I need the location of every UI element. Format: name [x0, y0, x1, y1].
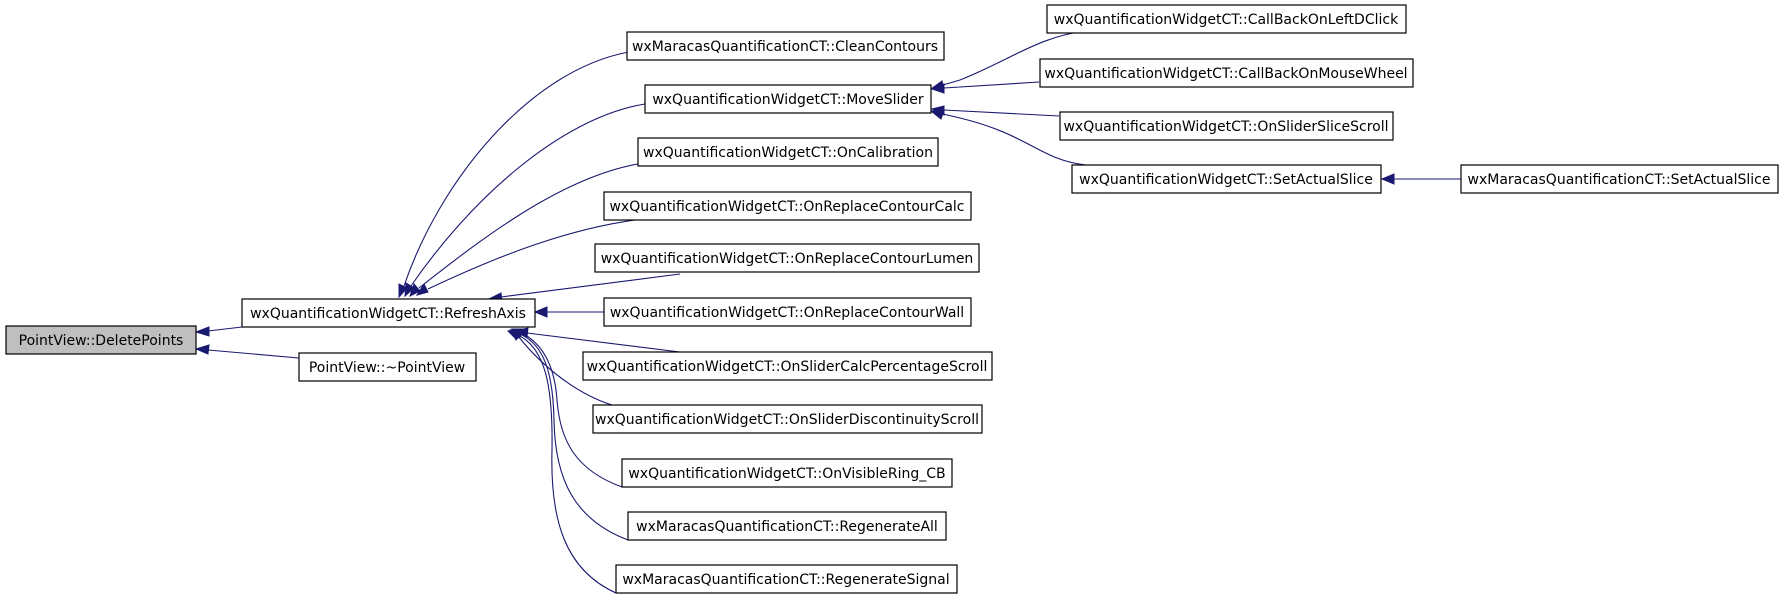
node-label: wxQuantificationWidgetCT::CallBackOnMous…: [1044, 66, 1407, 82]
edge-onslidercalcpercentagescroll-to-refreshaxis: [526, 332, 681, 353]
node-oncalibration[interactable]: wxQuantificationWidgetCT::OnCalibration: [637, 137, 939, 167]
arrowhead: [1380, 173, 1395, 185]
edge-setactualslice-widget-to-moveslider: [942, 113, 1087, 166]
node-label: wxQuantificationWidgetCT::OnReplaceConto…: [601, 251, 974, 267]
node-onreplacecontourlumen[interactable]: wxQuantificationWidgetCT::OnReplaceConto…: [594, 243, 980, 273]
edge-refreshaxis-to-deletepoints: [207, 326, 243, 332]
arrowhead: [930, 83, 945, 94]
node-onreplacecontourwall[interactable]: wxQuantificationWidgetCT::OnReplaceConto…: [603, 297, 972, 327]
edge-callbackonleftdclick-to-moveslider: [942, 30, 1087, 86]
edges: [194, 30, 1461, 594]
edge-pointview-dtor-to-deletepoints: [207, 349, 300, 359]
nodes: PointView::DeletePoints wxQuantification…: [5, 4, 1779, 594]
node-label: wxQuantificationWidgetCT::OnReplaceConto…: [609, 199, 964, 215]
edge-onreplacecontourcalc-to-refreshaxis: [427, 218, 643, 290]
node-label: wxQuantificationWidgetCT::OnReplaceConto…: [610, 305, 964, 321]
edge-onvisiblering-cb-to-refreshaxis: [521, 332, 623, 488]
arrowhead: [533, 306, 548, 318]
edge-regenerateall-to-refreshaxis: [519, 333, 629, 541]
node-label: PointView::DeletePoints: [19, 333, 184, 349]
node-label: wxMaracasQuantificationCT::RegenerateAll: [636, 519, 938, 535]
node-pointview-dtor[interactable]: PointView::~PointView: [298, 352, 477, 382]
node-callbackonmousewheel[interactable]: wxQuantificationWidgetCT::CallBackOnMous…: [1039, 58, 1414, 88]
node-label: wxMaracasQuantificationCT::RegenerateSig…: [622, 572, 949, 588]
node-label: wxQuantificationWidgetCT::CallBackOnLeft…: [1054, 12, 1399, 28]
node-label: wxQuantificationWidgetCT::MoveSlider: [652, 92, 924, 108]
arrowhead: [194, 326, 210, 337]
node-regeneratesignal[interactable]: wxMaracasQuantificationCT::RegenerateSig…: [615, 564, 958, 594]
arrowhead: [506, 330, 521, 340]
arrowhead: [194, 344, 210, 355]
arrowhead: [398, 283, 408, 299]
node-label: wxQuantificationWidgetCT::OnCalibration: [643, 145, 933, 161]
node-label: wxQuantificationWidgetCT::OnVisibleRing_…: [628, 466, 945, 482]
arrowhead: [929, 109, 945, 120]
node-onsliderdiscontinuityscroll[interactable]: wxQuantificationWidgetCT::OnSliderDiscon…: [592, 404, 983, 434]
node-label: wxQuantificationWidgetCT::OnSliderCalcPe…: [587, 359, 988, 375]
node-label: wxQuantificationWidgetCT::OnSliderSliceS…: [1063, 119, 1388, 135]
edge-cleancontours-to-refreshaxis: [403, 51, 630, 287]
node-label: wxQuantificationWidgetCT::RefreshAxis: [250, 306, 526, 322]
node-regenerateall[interactable]: wxMaracasQuantificationCT::RegenerateAll: [627, 511, 947, 541]
node-setactualslice-maracas[interactable]: wxMaracasQuantificationCT::SetActualSlic…: [1460, 164, 1779, 194]
edge-callbackonmousewheel-to-moveslider: [943, 81, 1040, 89]
arrowhead: [415, 282, 429, 296]
edge-onreplacecontourlumen-to-refreshaxis: [500, 273, 681, 298]
edge-moveslider-to-refreshaxis: [410, 103, 646, 287]
node-onslidercalcpercentagescroll[interactable]: wxQuantificationWidgetCT::OnSliderCalcPe…: [582, 351, 993, 381]
node-label: wxQuantificationWidgetCT::OnSliderDiscon…: [595, 412, 979, 428]
node-onvisiblering-cb[interactable]: wxQuantificationWidgetCT::OnVisibleRing_…: [621, 458, 953, 488]
node-label: PointView::~PointView: [309, 360, 465, 376]
node-onreplacecontourcalc[interactable]: wxQuantificationWidgetCT::OnReplaceConto…: [603, 191, 972, 221]
edge-oncalibration-to-refreshaxis: [418, 163, 639, 289]
node-callbackonleftdclick[interactable]: wxQuantificationWidgetCT::CallBackOnLeft…: [1046, 4, 1407, 34]
edge-onsliderdiscontinuityscroll-to-refreshaxis: [517, 335, 613, 406]
node-setactualslice-widget[interactable]: wxQuantificationWidgetCT::SetActualSlice: [1071, 164, 1382, 194]
node-label: wxQuantificationWidgetCT::SetActualSlice: [1079, 172, 1373, 188]
node-refreshaxis[interactable]: wxQuantificationWidgetCT::RefreshAxis: [241, 298, 536, 328]
edge-onsliderslicescroll-to-moveslider: [943, 109, 1060, 117]
node-onsliderslicescroll[interactable]: wxQuantificationWidgetCT::OnSliderSliceS…: [1059, 111, 1394, 141]
node-moveslider[interactable]: wxQuantificationWidgetCT::MoveSlider: [644, 84, 932, 114]
arrowhead: [404, 282, 415, 298]
node-cleancontours[interactable]: wxMaracasQuantificationCT::CleanContours: [626, 31, 945, 61]
node-label: wxMaracasQuantificationCT::CleanContours: [632, 39, 938, 55]
node-label: wxMaracasQuantificationCT::SetActualSlic…: [1468, 172, 1771, 188]
node-deletepoints[interactable]: PointView::DeletePoints: [5, 325, 197, 355]
arrowhead: [409, 283, 421, 297]
edge-regeneratesignal-to-refreshaxis: [517, 334, 617, 594]
